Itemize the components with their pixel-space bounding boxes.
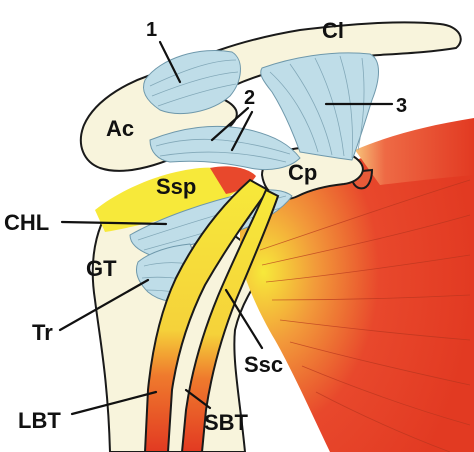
short-biceps-tendon [180,188,280,452]
leader-sbt [184,388,212,410]
leader-2a [210,106,250,142]
ligament-3-fibers [269,55,365,159]
label-cl: Cl [322,18,344,43]
leader-tr [58,278,150,332]
leader-lbt [70,390,158,416]
label-ssc: Ssc [244,352,283,377]
supraspinatus-tendon [95,167,244,232]
long-biceps-tendon [143,178,270,452]
subscapularis-fibers [259,179,471,452]
leader-ssc [224,288,264,350]
label-3: 3 [396,95,407,117]
leader-lines [58,40,394,416]
label-gt: GT [86,256,117,281]
ligament-3 [260,52,379,161]
ligament-2 [149,125,301,171]
label-sbt: SBT [204,410,249,435]
label-chl: CHL [4,210,49,235]
label-cp: Cp [288,160,317,185]
label-1: 1 [146,19,157,41]
ligament-1-fibers [149,59,239,107]
label-ac: Ac [106,116,134,141]
label-lbt: LBT [18,408,61,433]
label-ssp: Ssp [156,174,196,199]
scapula-upper-muscle [355,118,474,185]
leader-1 [158,40,182,84]
leader-2b [230,110,254,152]
label-tr: Tr [32,320,53,345]
subscapularis-muscle [240,125,474,452]
label-2: 2 [244,87,255,109]
leader-chl [60,220,168,226]
